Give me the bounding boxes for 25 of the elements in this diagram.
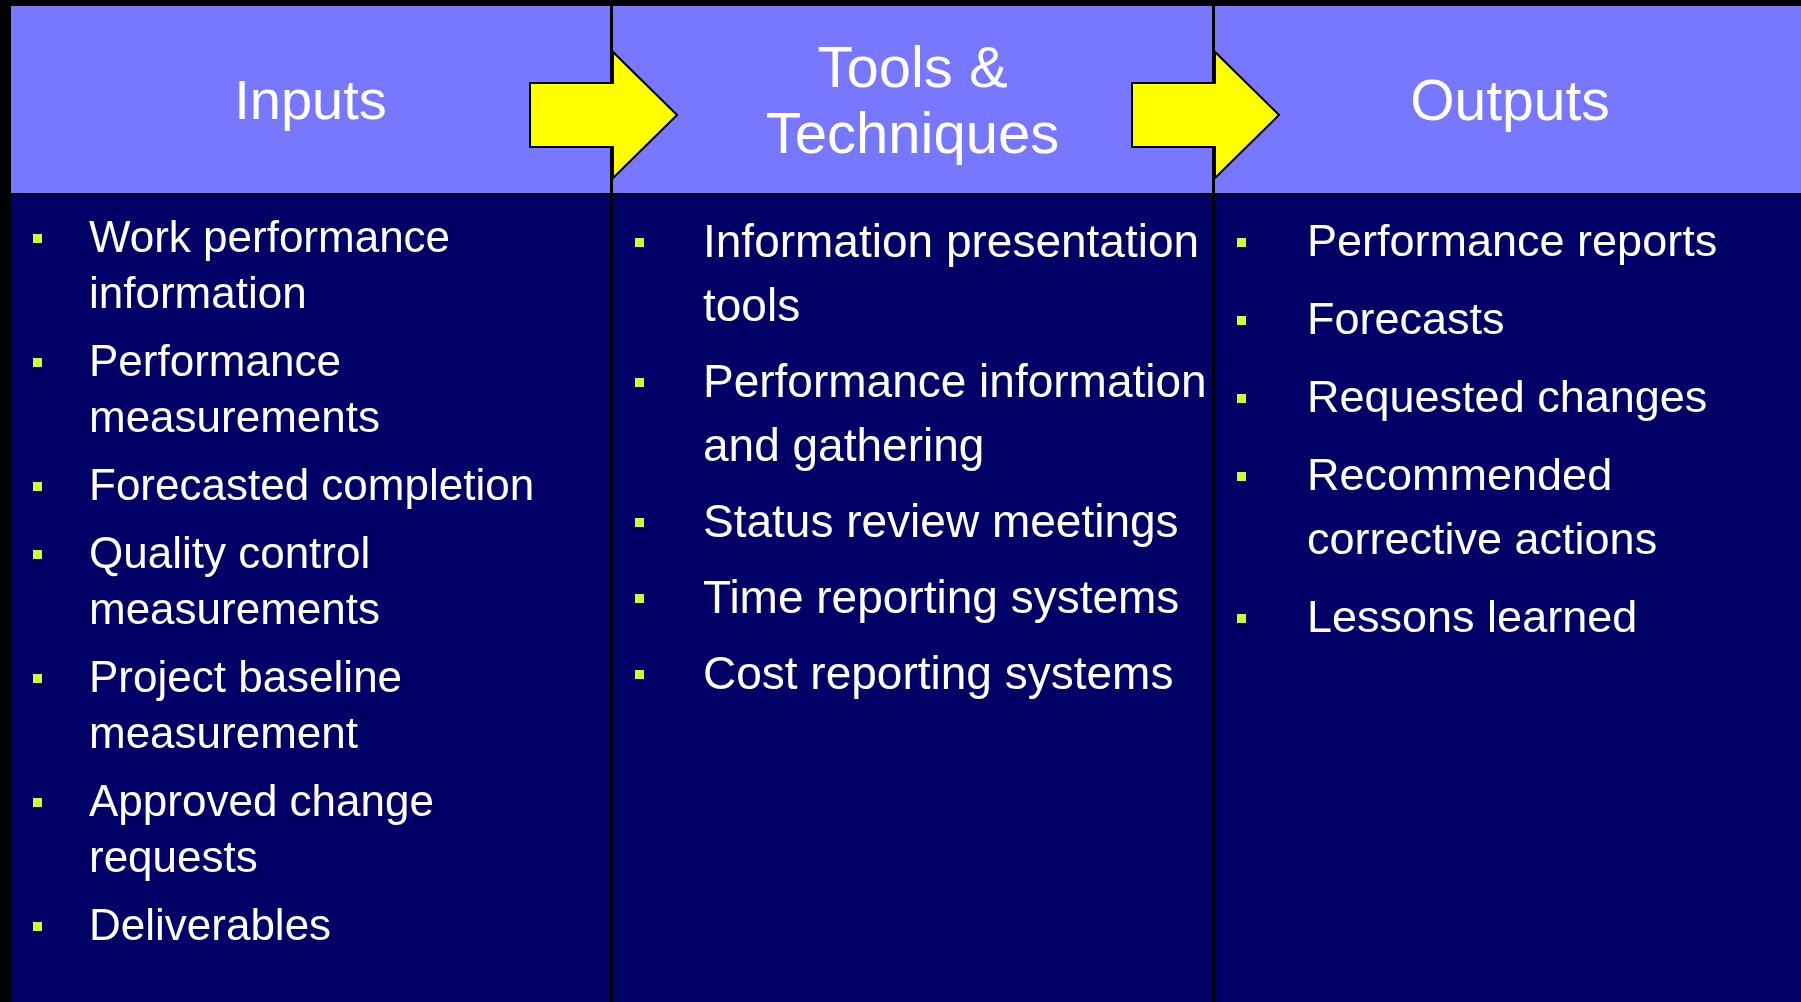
column-heading: Outputs	[1410, 66, 1610, 133]
column-panel	[1215, 6, 1801, 1002]
list-item: Project baseline measurement	[89, 651, 404, 759]
list-item: Lessons learned	[1307, 590, 1639, 644]
column-panel	[11, 6, 610, 1002]
column-heading: Inputs	[234, 70, 387, 129]
list-item: Forecasts	[1307, 292, 1506, 346]
list-item: Deliverables	[89, 899, 333, 951]
list-item: Cost reporting systems	[703, 646, 1175, 701]
block-arrow	[1131, 49, 1281, 181]
list-item: Performance measurements	[89, 335, 381, 443]
column-panel	[613, 6, 1212, 1002]
list-item: Performance reports	[1307, 214, 1719, 268]
list-item: Information presentation tools	[703, 214, 1201, 333]
list-item: Work performance information	[89, 211, 452, 319]
list-item: Forecasted completion	[89, 459, 536, 511]
list-item: Time reporting systems	[703, 570, 1181, 625]
list-item: Quality control measurements	[89, 527, 381, 635]
list-item: Performance information and gathering	[703, 354, 1208, 473]
list-item: Status review meetings	[703, 494, 1180, 549]
list-item: Requested changes	[1307, 370, 1709, 424]
list-item: Approved change requests	[89, 775, 435, 883]
list-item: Recommended corrective actions	[1307, 448, 1659, 566]
column-heading: Tools & Techniques	[764, 33, 1061, 166]
block-arrow	[529, 49, 679, 181]
